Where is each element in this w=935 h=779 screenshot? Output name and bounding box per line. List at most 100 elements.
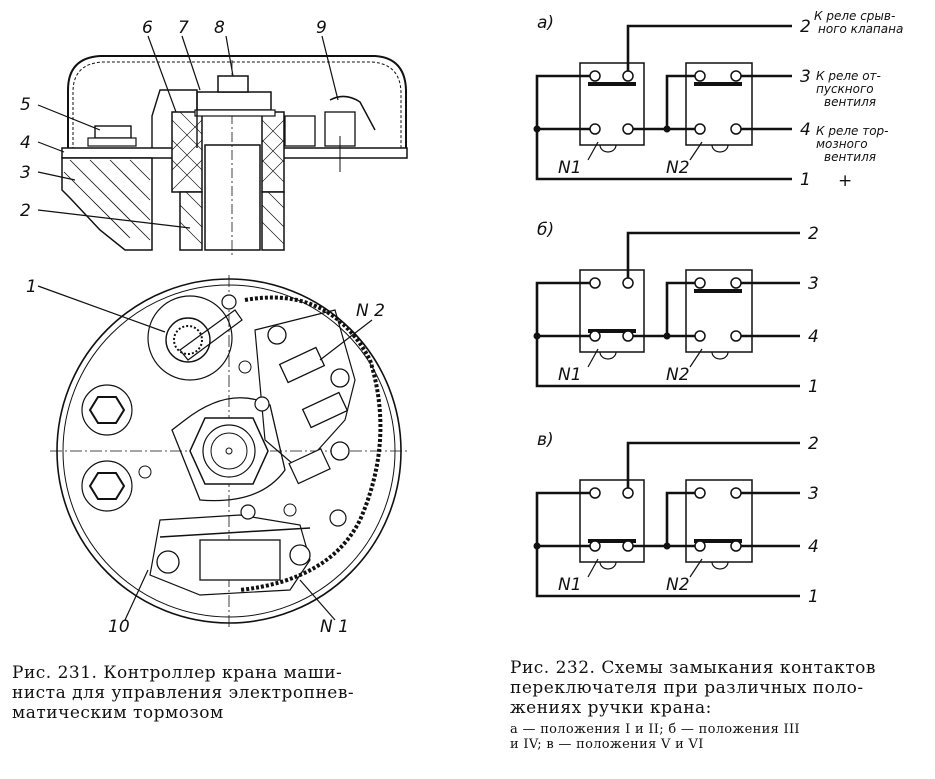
contact-terminal — [589, 487, 601, 499]
caption-231-line-2: ниста для управления электропнев- — [12, 683, 355, 703]
contact-terminal — [589, 540, 601, 552]
contact-bridge-n2 — [694, 82, 742, 86]
switch-label-n2: N2 — [666, 365, 690, 385]
part-label-5: 5 — [20, 95, 31, 115]
contact-terminal — [730, 123, 742, 135]
caption-232-line-2: переключателя при различных поло- — [510, 678, 864, 698]
terminal-label-2: 2 — [808, 434, 819, 454]
terminal-label-4: 4 — [808, 537, 819, 557]
contact-terminal — [589, 123, 601, 135]
contact-terminal — [730, 330, 742, 342]
wire-terminal-2 — [626, 441, 800, 493]
wire-n2-jumper — [665, 281, 700, 336]
leader-n2 — [689, 348, 703, 368]
part-label-2: 2 — [20, 201, 31, 221]
note-t2-line2: ного клапана — [818, 22, 903, 36]
wire-terminal-2 — [626, 24, 792, 76]
junction-dot — [533, 125, 541, 133]
contact-terminal — [622, 330, 634, 342]
part-label-7: 7 — [178, 18, 189, 38]
contact-bridge-n2 — [694, 289, 742, 293]
part-label-10: 10 — [108, 617, 130, 637]
note-t4-line2: мозного — [816, 137, 868, 151]
caption-fig-232: Рис. 232. Схемы замыкания контактов пере… — [510, 658, 935, 752]
contact-terminal — [694, 277, 706, 289]
note-t3-line2: пускного — [816, 82, 874, 96]
contact-terminal — [730, 487, 742, 499]
terminal-label-1: 1 — [800, 170, 811, 190]
controller-plan-view: 1 N 2 10 N 1 — [26, 275, 410, 637]
terminal-label-3: 3 — [808, 274, 819, 294]
caption-231-line-1: Рис. 231. Контроллер крана маши- — [12, 663, 343, 683]
subcaption-232-line-2: и IV; в — положения V и VI — [510, 737, 704, 752]
part-label-8: 8 — [214, 18, 225, 38]
contact-terminal — [694, 123, 706, 135]
leader-n1 — [587, 141, 599, 161]
junction-dot — [533, 332, 541, 340]
terminal-notes: К реле срыв- ного клапана К реле от- пус… — [814, 9, 903, 191]
note-t4-line1: К реле тор- — [816, 124, 888, 138]
terminal-label-1: 1 — [808, 587, 819, 607]
part-label-4: 4 — [20, 133, 31, 153]
switch-label-n1: N1 — [558, 575, 582, 595]
part-label-1: 1 — [26, 277, 37, 297]
terminal-label-4: 4 — [808, 327, 819, 347]
junction-dot — [533, 542, 541, 550]
contact-terminal — [694, 487, 706, 499]
contact-terminal — [622, 487, 634, 499]
note-t1-sign: + — [838, 171, 852, 191]
switch-label-n2: N 2 — [356, 301, 385, 321]
junction-dot — [663, 125, 671, 133]
contact-terminal — [622, 540, 634, 552]
switch-n2-button — [711, 561, 729, 570]
switch-n1-button — [599, 144, 617, 153]
contact-terminal — [694, 70, 706, 82]
wire-n2-jumper — [665, 74, 700, 129]
contact-terminal — [694, 330, 706, 342]
note-t2-line1: К реле срыв- — [814, 9, 895, 23]
switch-label-n1: N 1 — [320, 617, 349, 637]
switch-n1-button — [599, 351, 617, 360]
contact-terminal — [589, 330, 601, 342]
controller-cross-section: 5 4 3 2 6 7 8 9 — [20, 18, 408, 258]
note-t3-line1: К реле от- — [816, 69, 881, 83]
caption-232-line-1: Рис. 232. Схемы замыкания контактов — [510, 658, 876, 678]
contact-bridge-n1 — [588, 82, 636, 86]
switch-n1-button — [599, 561, 617, 570]
terminal-label-3: 3 — [800, 67, 811, 87]
terminal-label-4: 4 — [800, 120, 811, 140]
part-label-6: 6 — [142, 18, 153, 38]
wire-terminal-2 — [626, 231, 800, 283]
switch-label-n2: N2 — [666, 158, 690, 178]
contact-terminal — [730, 540, 742, 552]
leader-n1 — [587, 348, 599, 368]
caption-232-line-3: жениях ручки крана: — [510, 698, 712, 718]
contact-terminal — [589, 70, 601, 82]
contact-bridge-n1 — [588, 329, 636, 333]
scheme-letter: в) — [537, 430, 554, 450]
contact-bridge-n2 — [694, 539, 742, 543]
switch-n2-button — [711, 351, 729, 360]
junction-dot — [663, 542, 671, 550]
switch-label-n1: N1 — [558, 158, 582, 178]
wire-n2-jumper — [665, 491, 700, 546]
leader-n2 — [689, 558, 703, 578]
leader-n2 — [689, 141, 703, 161]
scheme-2: б) N1 N2 2 3 4 1 — [533, 220, 819, 397]
contact-terminal — [622, 123, 634, 135]
scheme-letter: б) — [537, 220, 554, 240]
terminal-label-2: 2 — [808, 224, 819, 244]
caption-fig-231: Рис. 231. Контроллер крана маши- ниста д… — [12, 663, 412, 723]
note-t4-line3: вентиля — [824, 150, 876, 164]
part-label-9: 9 — [316, 18, 327, 38]
leader-n1 — [587, 558, 599, 578]
switch-label-n1: N1 — [558, 365, 582, 385]
junction-dot — [663, 332, 671, 340]
contact-terminal — [694, 540, 706, 552]
contact-terminal — [589, 277, 601, 289]
terminal-label-1: 1 — [808, 377, 819, 397]
terminal-label-3: 3 — [808, 484, 819, 504]
